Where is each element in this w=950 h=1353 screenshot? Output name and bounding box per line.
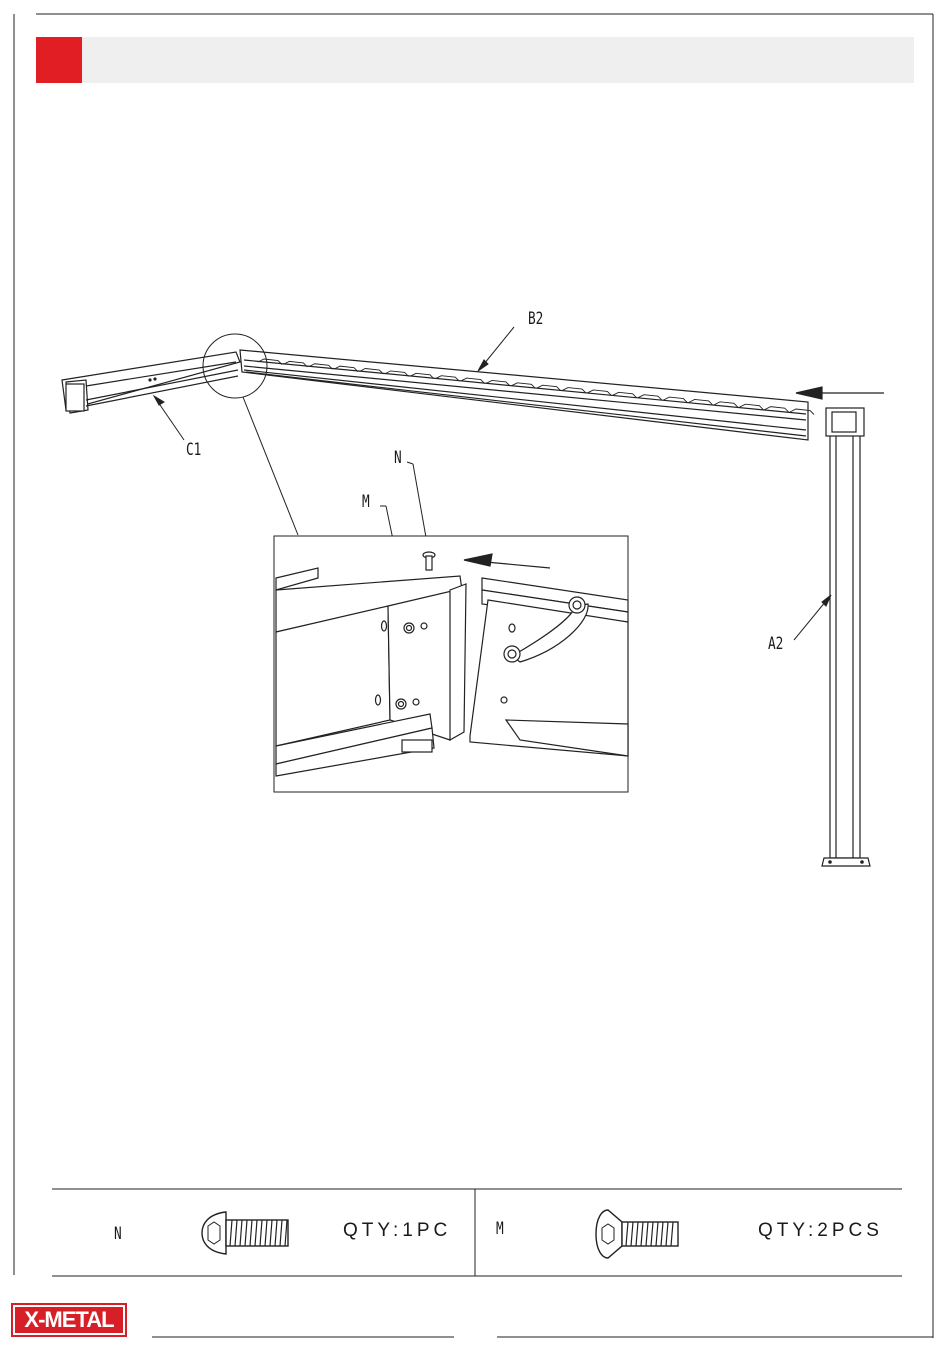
hardware-code-n: N [114, 1224, 122, 1244]
button-head-hex-bolt-icon [200, 1208, 292, 1258]
brand-logo-text: X-METAL [15, 1307, 123, 1333]
beam-b2 [240, 350, 808, 440]
label-m: M [362, 492, 370, 512]
beam-c1 [62, 352, 240, 413]
countersunk-hex-bolt-icon [592, 1206, 682, 1262]
brand-logo: X-METAL [11, 1303, 127, 1337]
label-c1: C1 [186, 440, 201, 460]
header-bar [36, 37, 914, 83]
hardware-qty-n: QTY:1PC [343, 1220, 451, 1242]
insert-arrow [796, 387, 884, 399]
post-a2 [822, 408, 870, 866]
hardware-qty-m: QTY:2PCS [758, 1220, 883, 1242]
label-b2: B2 [528, 309, 543, 329]
label-n: N [394, 448, 402, 468]
hardware-code-m: M [496, 1219, 504, 1239]
step-badge [36, 37, 82, 83]
label-a2: A2 [768, 634, 783, 654]
